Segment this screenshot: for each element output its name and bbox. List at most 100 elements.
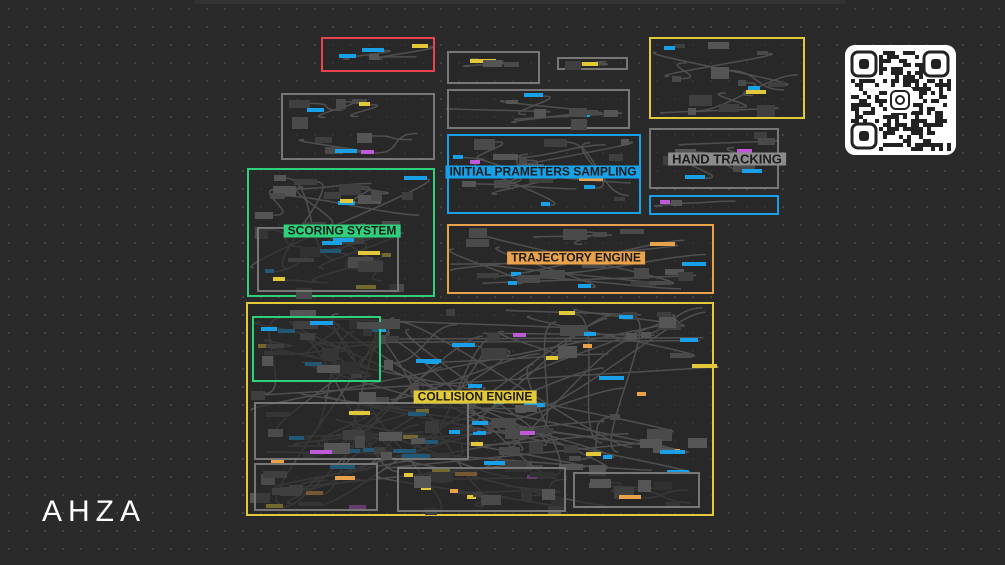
node-component[interactable] (484, 461, 506, 466)
node-component[interactable] (688, 94, 713, 107)
node-component[interactable] (518, 157, 527, 165)
node-component[interactable] (358, 101, 370, 106)
node-component[interactable] (261, 327, 278, 332)
node-component[interactable] (471, 421, 489, 426)
node-component[interactable] (589, 465, 606, 477)
node-component[interactable] (614, 487, 635, 499)
node-component[interactable] (646, 428, 672, 441)
node-component[interactable] (477, 272, 500, 278)
node-component[interactable] (357, 261, 383, 273)
node-component[interactable] (630, 281, 656, 287)
node-component[interactable] (758, 137, 775, 146)
node-component[interactable] (453, 154, 464, 159)
node-component[interactable] (504, 460, 528, 472)
node-component[interactable] (358, 194, 381, 205)
node-component[interactable] (609, 414, 621, 420)
node-component[interactable] (520, 431, 536, 436)
node-component[interactable] (581, 61, 598, 66)
node-component[interactable] (614, 197, 626, 202)
node-component[interactable] (557, 346, 577, 358)
node-component[interactable] (680, 337, 699, 342)
node-component[interactable] (270, 192, 286, 200)
node-component[interactable] (603, 454, 612, 459)
node-component[interactable] (273, 185, 297, 197)
group-collision-inner-c[interactable] (254, 463, 378, 511)
node-component[interactable] (505, 99, 519, 105)
node-component[interactable] (564, 444, 579, 454)
node-component[interactable] (403, 473, 414, 478)
node-component[interactable] (756, 105, 775, 117)
node-component[interactable] (299, 333, 316, 341)
node-component[interactable] (657, 311, 672, 318)
node-component[interactable] (342, 430, 365, 440)
node-component[interactable] (401, 191, 414, 200)
node-component[interactable] (589, 483, 607, 489)
node-component[interactable] (451, 342, 475, 347)
node-component[interactable] (578, 176, 604, 181)
node-component[interactable] (361, 47, 385, 52)
node-component[interactable] (747, 85, 761, 90)
node-component[interactable] (634, 268, 649, 280)
node-component[interactable] (373, 446, 386, 454)
node-component[interactable] (517, 274, 540, 284)
node-component[interactable] (609, 153, 623, 161)
node-component[interactable] (448, 430, 460, 435)
node-component[interactable] (324, 146, 344, 155)
node-component[interactable] (569, 107, 587, 117)
node-component[interactable] (768, 82, 785, 88)
node-component[interactable] (351, 98, 367, 105)
node-component[interactable] (540, 202, 551, 207)
node-component[interactable] (685, 175, 706, 180)
node-component[interactable] (409, 382, 419, 394)
node-component[interactable] (585, 452, 601, 457)
node-component[interactable] (494, 179, 511, 188)
node-component[interactable] (620, 229, 645, 234)
node-component[interactable] (650, 242, 676, 247)
node-component[interactable] (570, 118, 587, 130)
node-component[interactable] (659, 317, 677, 328)
node-component[interactable] (379, 431, 402, 442)
node-component[interactable] (470, 441, 484, 446)
node-component[interactable] (637, 391, 646, 396)
node-component[interactable] (483, 59, 503, 68)
node-component[interactable] (663, 45, 676, 50)
node-component[interactable] (261, 355, 273, 367)
node-component[interactable] (688, 107, 697, 115)
node-component[interactable] (295, 287, 313, 300)
node-component[interactable] (583, 185, 596, 190)
node-component[interactable] (403, 175, 427, 180)
group-collision-inner-e[interactable] (573, 472, 700, 508)
node-component[interactable] (265, 343, 285, 349)
node-component[interactable] (505, 427, 529, 439)
group-a[interactable] (447, 51, 540, 84)
node-component[interactable] (641, 332, 652, 338)
node-component[interactable] (584, 332, 597, 337)
node-component[interactable] (270, 459, 284, 464)
node-component[interactable] (677, 272, 694, 281)
node-component[interactable] (523, 93, 544, 98)
node-component[interactable] (425, 359, 439, 364)
node-component[interactable] (491, 417, 517, 428)
node-component[interactable] (262, 471, 288, 478)
node-component[interactable] (580, 110, 599, 115)
node-component[interactable] (339, 53, 356, 58)
node-component[interactable] (511, 271, 521, 276)
node-component[interactable] (533, 108, 546, 118)
node-component[interactable] (498, 447, 521, 456)
node-component[interactable] (381, 220, 401, 227)
node-component[interactable] (411, 437, 425, 445)
node-component[interactable] (357, 322, 382, 329)
node-component[interactable] (381, 451, 392, 461)
qr-code[interactable] (845, 45, 956, 155)
node-component[interactable] (361, 150, 375, 155)
node-component[interactable] (255, 212, 274, 219)
node-component[interactable] (289, 310, 316, 317)
node-component[interactable] (757, 50, 769, 55)
node-component[interactable] (559, 463, 583, 471)
node-component[interactable] (637, 480, 651, 492)
node-component[interactable] (292, 321, 319, 329)
node-component[interactable] (294, 178, 317, 185)
node-component[interactable] (372, 396, 390, 404)
node-component[interactable] (565, 61, 581, 71)
node-component[interactable] (687, 437, 707, 448)
